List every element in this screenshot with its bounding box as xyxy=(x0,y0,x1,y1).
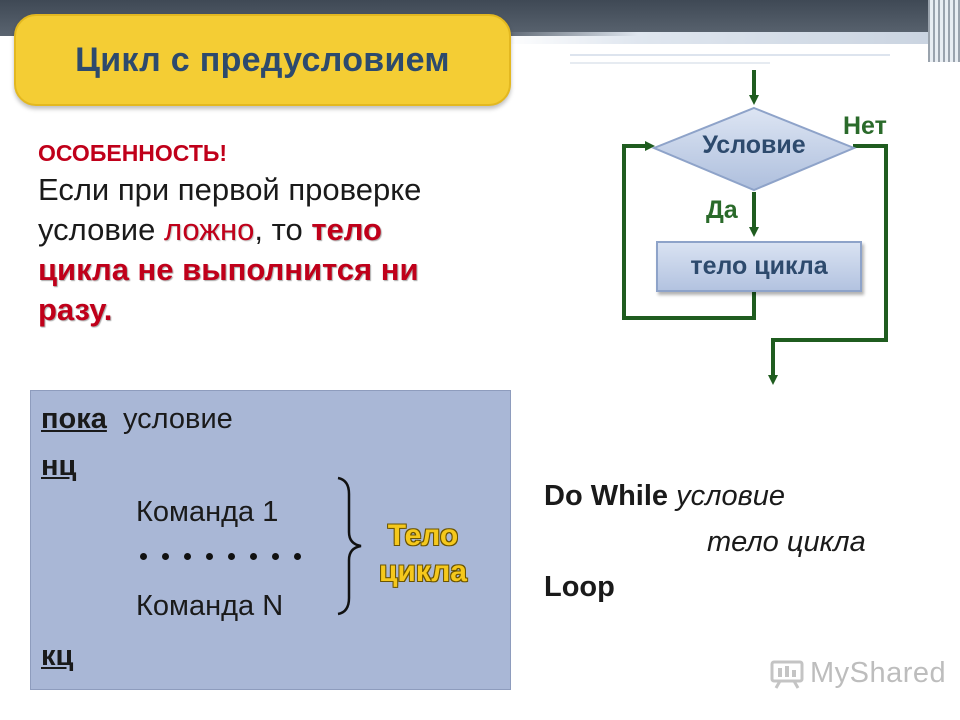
flow-condition-label: Условие xyxy=(702,131,806,159)
slide-title-badge: Цикл с предусловием xyxy=(14,14,511,106)
watermark-text: MyShared xyxy=(810,657,947,689)
keyword-while: пока xyxy=(41,403,107,435)
decor-line xyxy=(570,44,890,47)
note-line-2: условие ложно, то тело xyxy=(38,210,508,250)
note-highlight-body: тело xyxy=(311,212,382,247)
top-banner-fade xyxy=(500,32,960,44)
note-line-1: Если при первой проверке xyxy=(38,172,422,207)
presentation-board-icon xyxy=(770,660,804,689)
vb-loop-line: Loop xyxy=(544,571,615,604)
decor-stripes xyxy=(928,0,960,62)
pseudocode-command-1: Команда 1 xyxy=(136,496,279,528)
vb-body-text: тело цикла xyxy=(707,526,866,558)
loop-body-label: Тело цикла xyxy=(368,518,478,590)
decor-line xyxy=(570,54,890,56)
note-heading: ОСОБЕННОСТЬ! xyxy=(38,140,228,166)
keyword-end: кц xyxy=(41,640,74,672)
flow-no-label: Нет xyxy=(843,112,887,140)
vb-condition: условие xyxy=(676,480,785,512)
keyword-begin: нц xyxy=(41,450,77,482)
pseudocode-command-n: Команда N xyxy=(136,590,284,622)
note-text-plain: , то xyxy=(254,212,312,247)
flow-yes-label: Да xyxy=(706,196,738,224)
vb-body: тело цикла xyxy=(707,526,866,559)
decor-line xyxy=(570,62,770,64)
note-block: ОСОБЕННОСТЬ! Если при первой проверке ус… xyxy=(38,140,508,330)
loop-body-label-line-2: цикла xyxy=(378,555,467,588)
note-text-plain: условие xyxy=(38,212,164,247)
note-text: Если при первой проверке условие ложно, … xyxy=(38,170,508,330)
brace-icon xyxy=(337,476,362,616)
note-highlight-false: ложно xyxy=(163,212,255,247)
keyword-loop: Loop xyxy=(544,571,615,603)
watermark: MyShared xyxy=(770,657,946,690)
slide-title: Цикл с предусловием xyxy=(75,40,450,79)
note-line-3: цикла не выполнится ни xyxy=(38,252,419,287)
condition-diamond xyxy=(651,106,857,192)
flow-exit-arrow xyxy=(768,144,888,385)
vb-do-while-line: Do While условие xyxy=(544,480,785,513)
note-line-4: разу. xyxy=(38,292,113,327)
pseudocode-condition: условие xyxy=(123,403,233,435)
flow-loop-back-arrow xyxy=(622,141,756,320)
flow-body-label: тело цикла xyxy=(690,252,828,280)
flow-body-box: тело цикла xyxy=(656,241,862,292)
keyword-do-while: Do While xyxy=(544,480,669,512)
loop-body-label-line-1: Тело xyxy=(387,519,459,552)
pseudocode-box xyxy=(30,390,511,690)
pseudocode-while-line: пока условие xyxy=(41,403,233,436)
